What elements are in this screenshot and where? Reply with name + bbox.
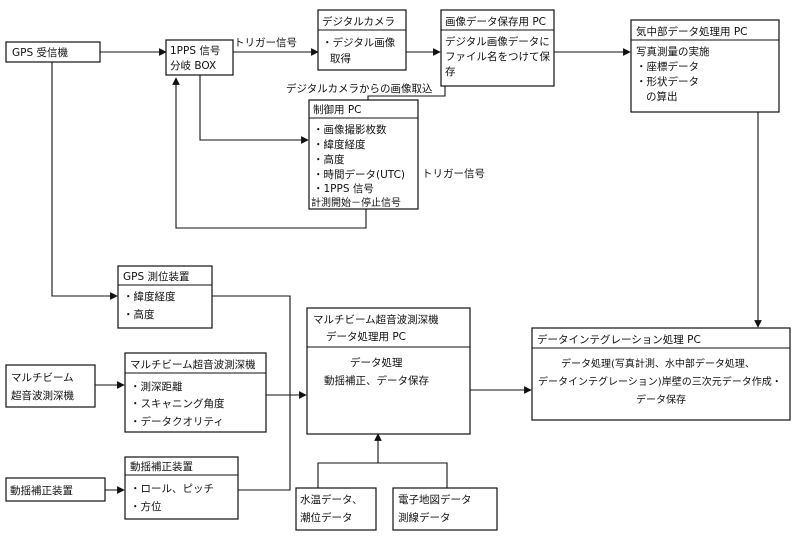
control-pc-box: 制御用 PC ・画像撮影枚数 ・緯度経度 ・高度 ・時間データ(UTC) ・1P… — [308, 99, 419, 210]
image-pc-title: 画像データ保存用 PC — [445, 15, 546, 28]
line-data-boxes — [317, 462, 448, 490]
motion-device-box: 動揺補正装置 — [5, 477, 106, 502]
multibeam-device-line-2: 超音波測深機 — [11, 389, 74, 402]
multibeam-pc-line-2: 動揺補正、データ保存 — [324, 374, 429, 387]
map-data-box: 電子地図データ 測線データ — [392, 487, 498, 531]
multibeam-pc-box: マルチビーム超音波測深機 データ処理用 PC データ処理 動揺補正、データ保存 — [306, 307, 471, 435]
digital-camera-line-2: 取得 — [330, 53, 351, 65]
control-pc-line-5: ・1PPS 信号 — [313, 183, 374, 195]
multibeam-sensor-line-1: ・測深距離 — [130, 380, 183, 393]
image-pc-line-3: 存 — [445, 65, 456, 78]
integration-pc-line-1: データ処理(写真計測、水中部データ処理、 — [561, 357, 755, 370]
multibeam-sensor-line-3: ・データクオリティ — [130, 415, 224, 428]
weather-pc-line-2: ・座標データ — [636, 60, 699, 73]
multibeam-pc-title-2: データ処理用 PC — [326, 330, 406, 343]
control-pc-line-2: ・緯度経度 — [313, 138, 366, 151]
control-pc-line-3: ・高度 — [313, 153, 345, 166]
integration-pc-box: データインテグレーション処理 PC データ処理(写真計測、水中部データ処理、 デ… — [531, 327, 791, 421]
integration-pc-line-3: データ保存 — [636, 393, 686, 406]
line-motion-merge — [238, 395, 291, 491]
digital-camera-title: デジタルカメラ — [322, 15, 395, 28]
image-pc-line-1: デジタル画像データに — [445, 35, 550, 48]
gps-positioning-box: GPS 測位装置 ・緯度経度 ・高度 — [117, 265, 213, 329]
map-data-line-2: 測線データ — [398, 511, 451, 524]
gps-positioning-line-2: ・高度 — [123, 308, 155, 321]
multibeam-device-box: マルチビーム 超音波測深機 — [5, 364, 96, 408]
pps-box: 1PPS 信号 分岐 BOX — [165, 39, 234, 76]
weather-pc-box: 気中部データ処理用 PC 写真測量の実施 ・座標データ ・形状データ の算出 — [630, 19, 780, 113]
control-pc-line-6: 計測開始－停止信号 — [311, 196, 401, 209]
connectors — [51, 48, 762, 494]
pps-box-line-1: 1PPS 信号 — [170, 45, 220, 57]
motion-device-label: 動揺補正装置 — [10, 484, 73, 497]
multibeam-sensor-box: マルチビーム超音波測深機 ・測深距離 ・スキャニング角度 ・データクオリティ — [124, 352, 267, 433]
trigger-signal-label-right: トリガー信号 — [422, 168, 485, 180]
multibeam-sensor-title: マルチビーム超音波測深機 — [130, 358, 256, 371]
water-data-line-1: 水温データ、 — [300, 493, 363, 506]
gps-positioning-line-1: ・緯度経度 — [123, 290, 176, 303]
control-pc-line-1: ・画像撮影枚数 — [313, 123, 387, 136]
pps-box-line-2: 分岐 BOX — [170, 59, 216, 72]
water-data-line-2: 潮位データ — [300, 511, 353, 524]
arrow-gps-to-positioning — [51, 62, 118, 300]
multibeam-pc-line-1: データ処理 — [350, 356, 403, 369]
arrow-controlpc-to-pps — [172, 77, 367, 229]
line-positioning-merge — [212, 295, 291, 395]
image-pc-box: 画像データ保存用 PC デジタル画像データに ファイル名をつけて保 存 — [440, 9, 555, 87]
water-data-box: 水温データ、 潮位データ — [295, 487, 377, 531]
weather-pc-line-3: ・形状データ — [636, 75, 699, 88]
trigger-signal-label-top: トリガー信号 — [234, 37, 297, 49]
multibeam-sensor-line-2: ・スキャニング角度 — [130, 397, 225, 410]
camera-capture-label: デジタルカメラからの画像取込 — [286, 82, 433, 95]
motion-sensor-box: 動揺補正装置 ・ロール、ピッチ ・方位 — [124, 456, 239, 520]
motion-sensor-line-1: ・ロール、ピッチ — [130, 483, 214, 495]
control-pc-title: 制御用 PC — [313, 103, 362, 116]
motion-sensor-title: 動揺補正装置 — [130, 460, 193, 473]
gps-receiver-box: GPS 受信機 — [5, 41, 101, 63]
integration-pc-title: データインテグレーション処理 PC — [537, 333, 701, 346]
weather-pc-line-1: 写真測量の実施 — [636, 45, 710, 58]
integration-pc-line-2: データインテグレーション)岸壁の三次元データ作成・ — [538, 375, 782, 388]
map-data-line-1: 電子地図データ — [398, 493, 472, 506]
image-pc-line-2: ファイル名をつけて保 — [445, 50, 550, 63]
digital-camera-line-1: ・デジタル画像 — [322, 36, 396, 49]
gps-receiver-label: GPS 受信機 — [12, 46, 68, 59]
gps-positioning-title: GPS 測位装置 — [123, 270, 189, 283]
arrow-pps-to-controlpc — [199, 75, 309, 144]
motion-sensor-line-2: ・方位 — [130, 500, 162, 513]
multibeam-pc-title-1: マルチビーム超音波測深機 — [313, 313, 439, 326]
weather-pc-title: 気中部データ処理用 PC — [636, 25, 748, 38]
digital-camera-box: デジタルカメラ ・デジタル画像 取得 — [317, 9, 407, 71]
weather-pc-line-4: の算出 — [646, 90, 678, 103]
multibeam-device-line-1: マルチビーム — [11, 372, 74, 384]
control-pc-line-4: ・時間データ(UTC) — [313, 168, 405, 181]
